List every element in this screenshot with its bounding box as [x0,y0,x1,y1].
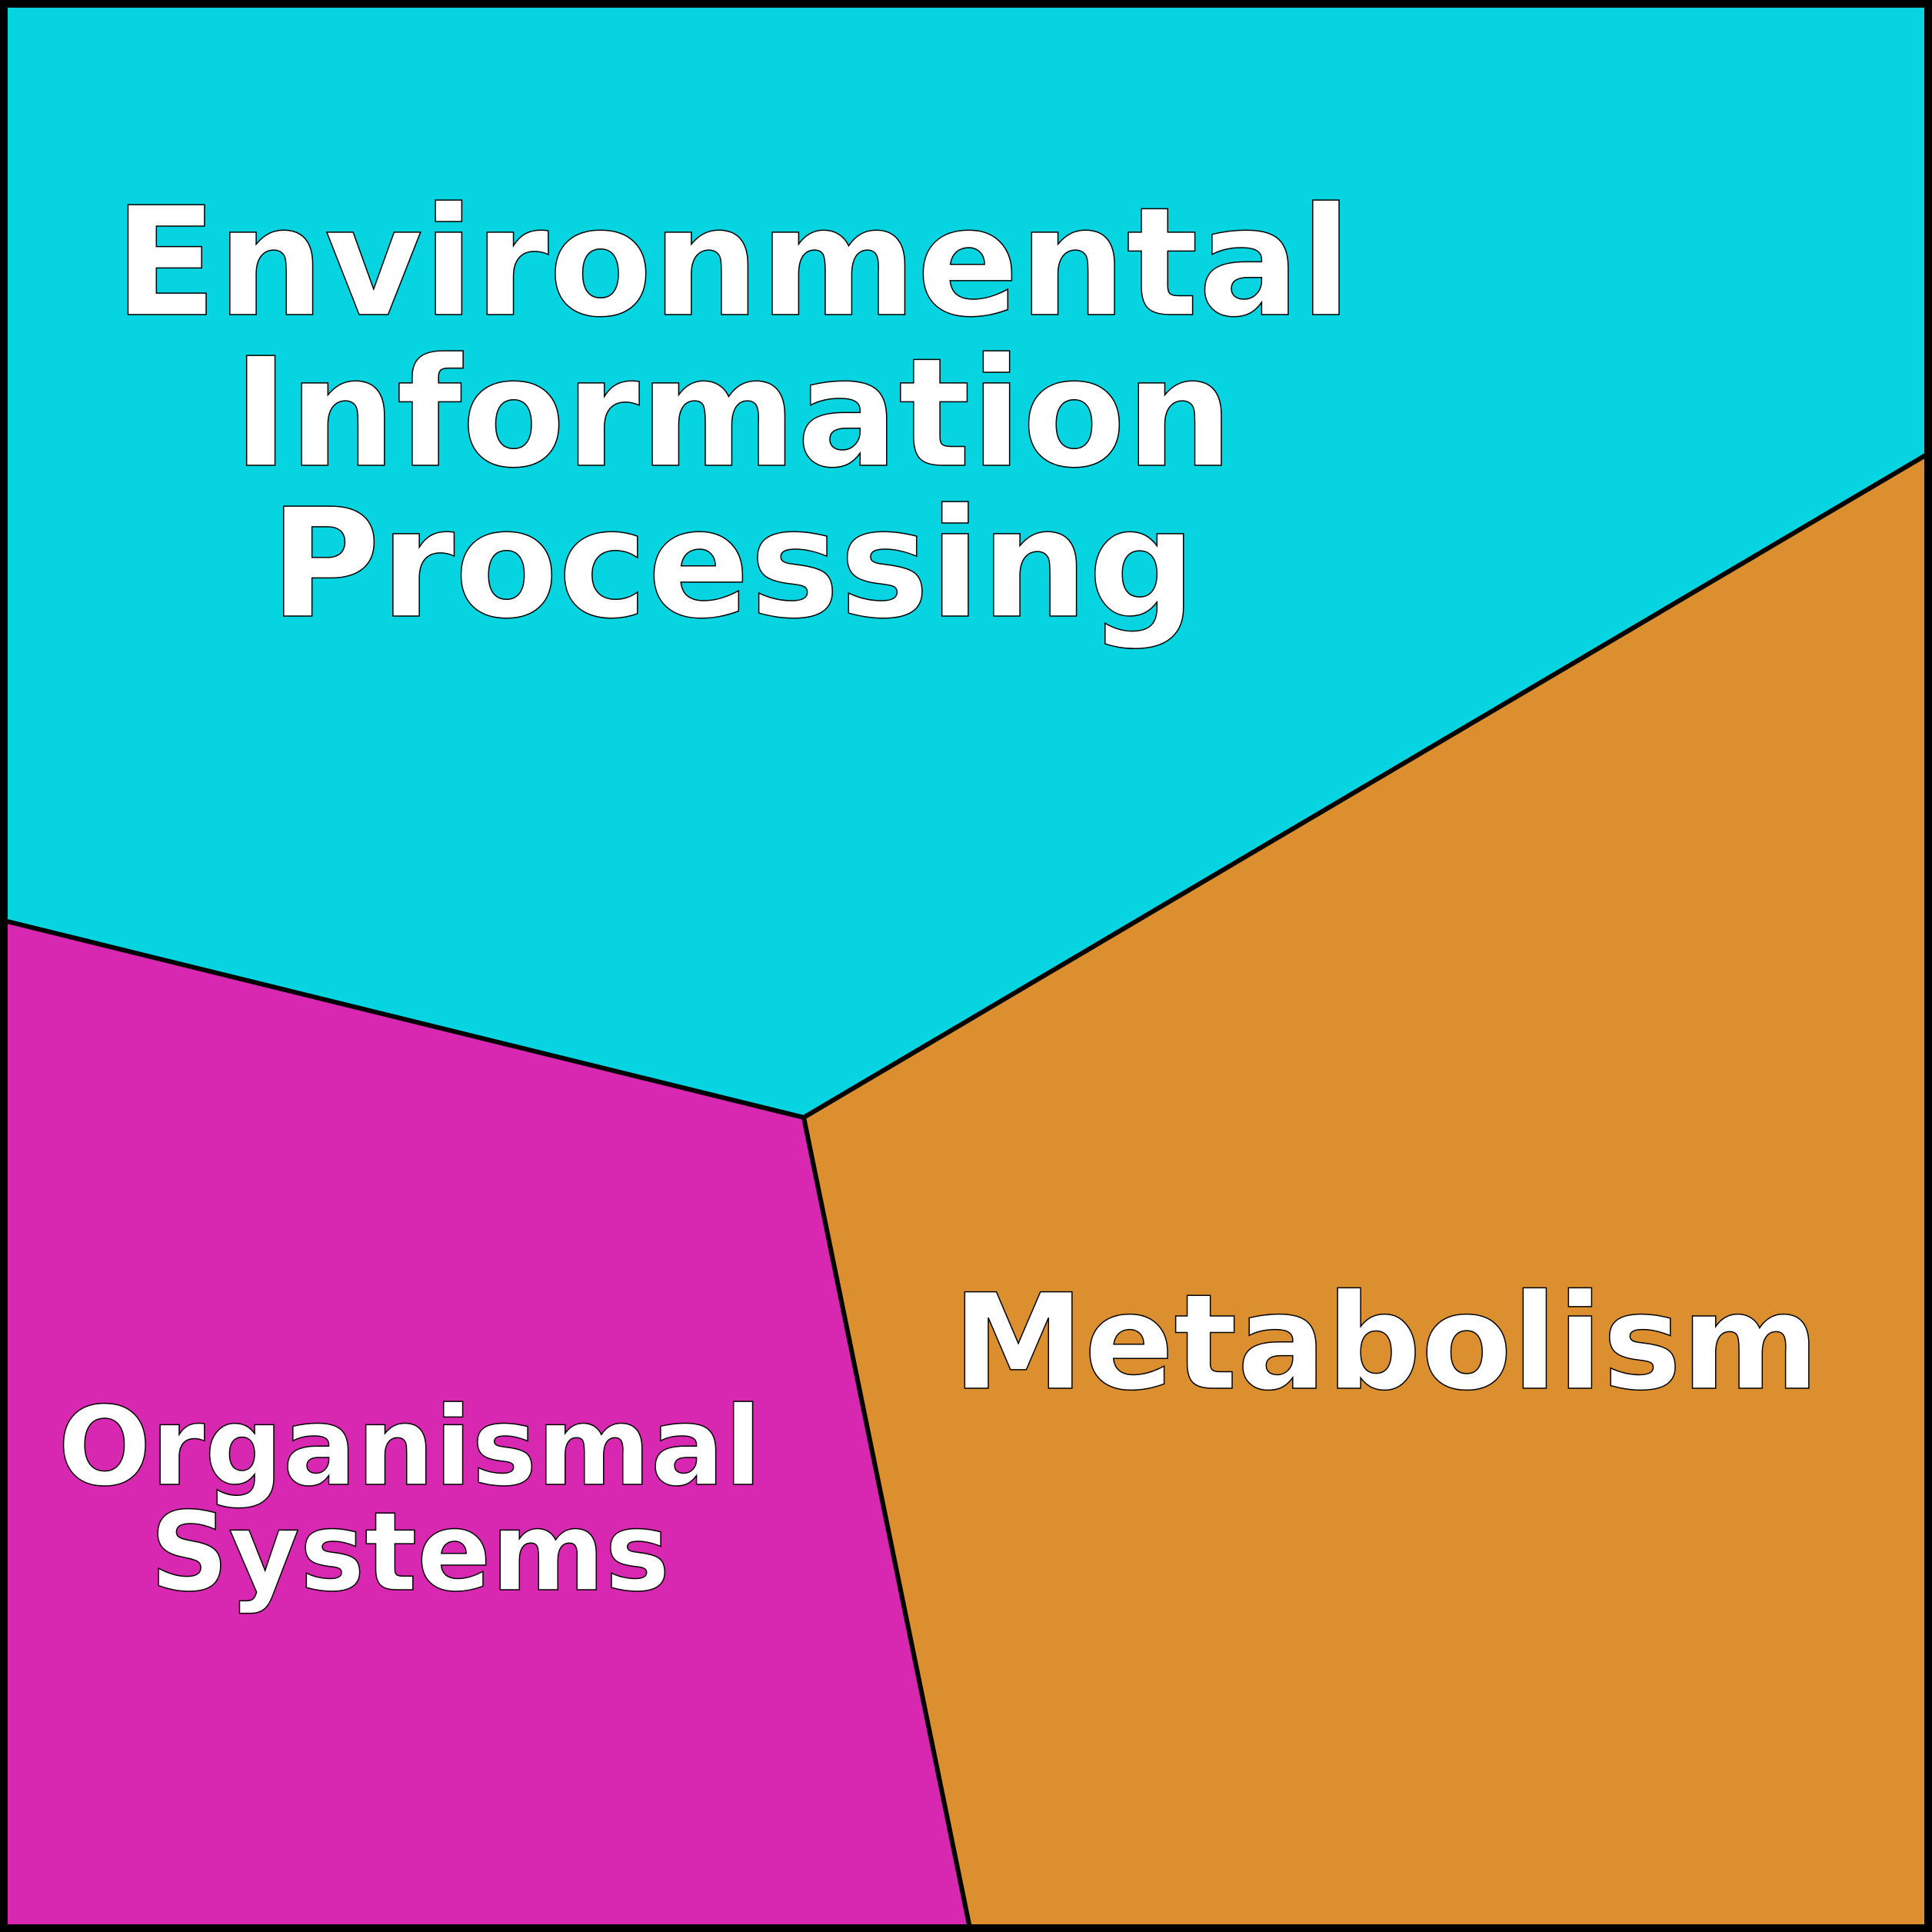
label-organismal-line1: Organismal [58,1384,762,1511]
label-environmental-line1: Environmental [114,175,1351,351]
label-metabolism: Metabolism [953,1265,1820,1420]
label-organismal-line2: Systems [150,1489,670,1616]
label-environmental-line2: Information [233,326,1234,501]
label-environmental-line3: Processing [270,477,1196,652]
